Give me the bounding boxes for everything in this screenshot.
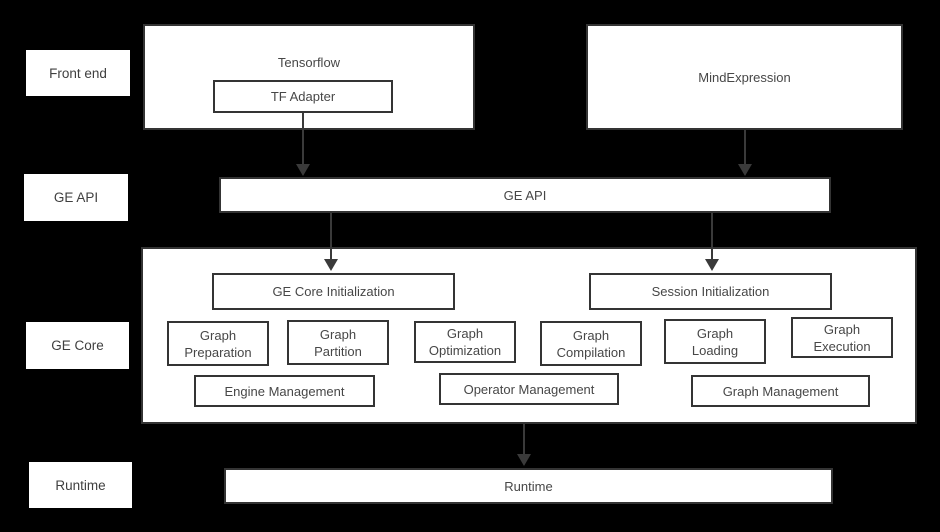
graph-preparation-box: Graph Preparation [167,321,269,366]
graph-compilation-label: Graph Compilation [556,327,626,360]
graph-loading-box: Graph Loading [664,319,766,364]
tf-adapter-label: TF Adapter [270,89,336,104]
mindexpression-label: MindExpression [698,69,791,85]
graph-preparation-label: Graph Preparation [184,327,252,360]
graph-management-box: Graph Management [691,375,870,407]
tensorflow-box: Tensorflow TF Adapter [143,24,475,130]
row-label-front-end: Front end [26,50,130,96]
row-label-ge-api-text: GE API [53,190,99,205]
ge-core-box: GE Core Initialization Session Initializ… [141,247,917,424]
tf-adapter-box: TF Adapter [213,80,393,113]
ge-api-bar-label: GE API [503,187,547,203]
session-initialization-label: Session Initialization [651,284,770,299]
operator-management-box: Operator Management [439,373,619,405]
row-label-ge-core-text: GE Core [51,338,104,353]
row-label-ge-api: GE API [24,174,128,221]
graph-compilation-box: Graph Compilation [540,321,642,366]
ge-core-initialization-label: GE Core Initialization [272,284,395,299]
graph-execution-box: Graph Execution [791,317,893,358]
graph-execution-label: Graph Execution [813,321,871,354]
row-label-ge-core: GE Core [26,322,129,369]
operator-management-label: Operator Management [463,381,595,397]
arrow-mindexpression-to-geapi-icon [738,130,752,176]
runtime-bar: Runtime [224,468,833,504]
ge-core-initialization-box: GE Core Initialization [212,273,455,310]
graph-optimization-label: Graph Optimization [428,326,502,358]
graph-loading-label: Graph Loading [691,325,739,358]
graph-management-label: Graph Management [722,383,839,399]
row-label-front-end-text: Front end [49,65,107,81]
engine-management-box: Engine Management [194,375,375,407]
tensorflow-title: Tensorflow [277,55,341,70]
row-label-runtime-text: Runtime [55,477,106,493]
graph-optimization-box: Graph Optimization [414,321,516,363]
runtime-bar-label: Runtime [504,478,553,494]
engine-management-label: Engine Management [224,383,345,399]
session-initialization-box: Session Initialization [589,273,832,310]
graph-partition-label: Graph Partition [314,326,362,359]
arrow-gecore-to-runtime-icon [517,424,531,466]
mindexpression-box: MindExpression [586,24,903,130]
ge-api-bar: GE API [219,177,831,213]
graph-partition-box: Graph Partition [287,320,389,365]
row-label-runtime: Runtime [29,462,132,508]
